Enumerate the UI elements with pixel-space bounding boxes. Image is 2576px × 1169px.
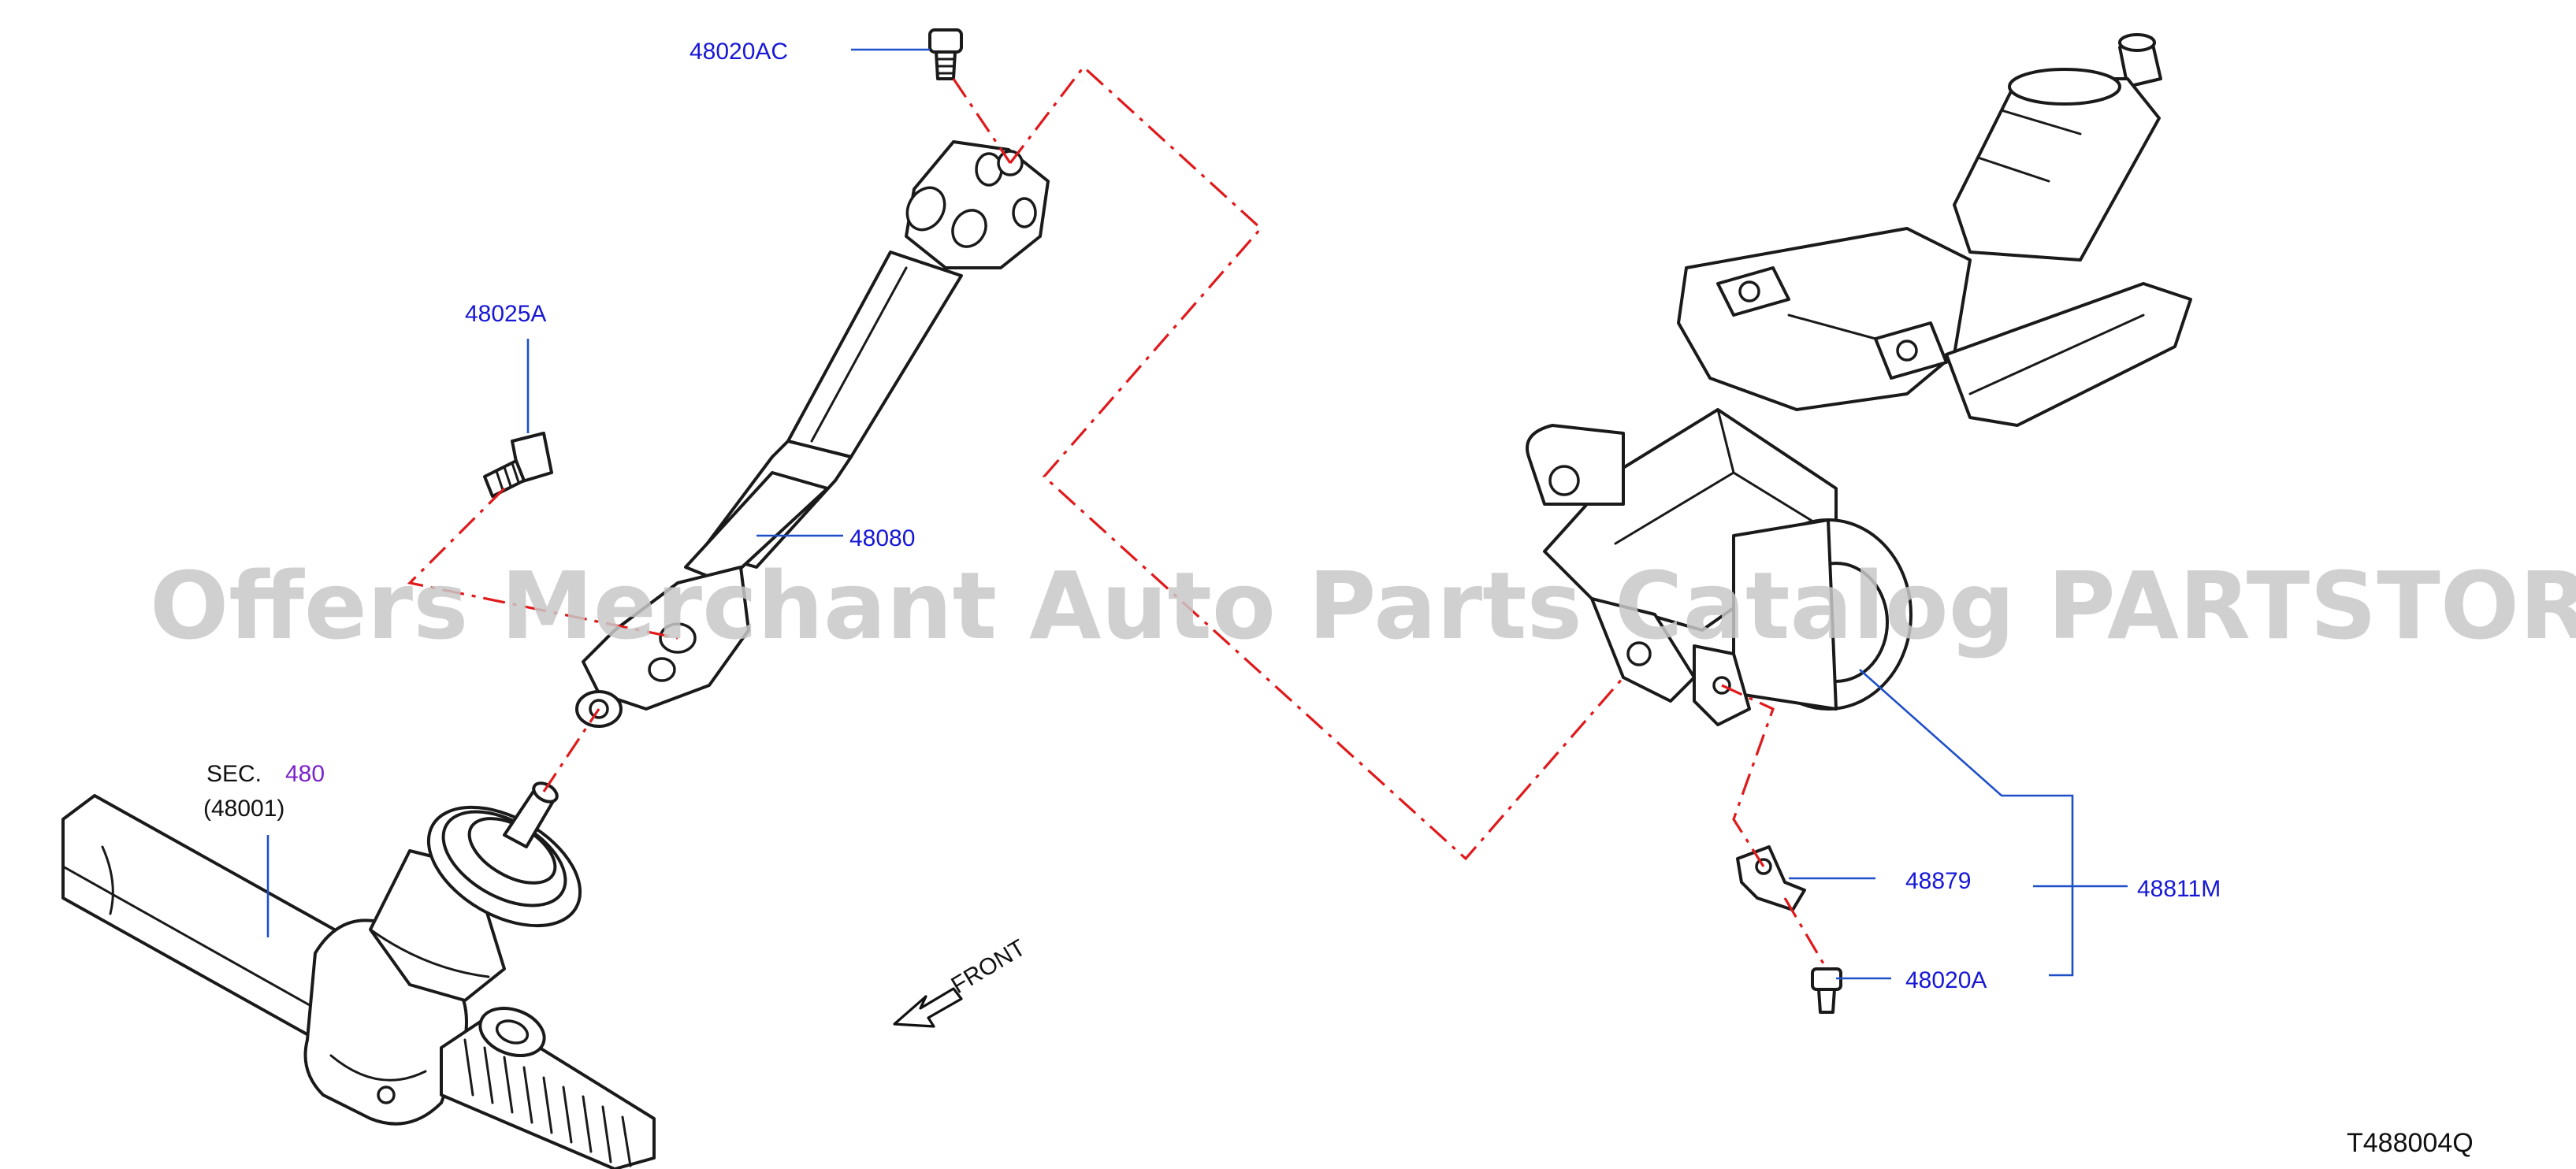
label-48020A[interactable]: 48020A	[1905, 967, 1987, 993]
label-48080[interactable]: 48080	[849, 525, 915, 551]
front-direction-arrow: FRONT	[893, 934, 1031, 1028]
label-48879[interactable]: 48879	[1905, 868, 1971, 894]
section-ref: (48001)	[203, 796, 284, 822]
label-48025A[interactable]: 48025A	[465, 301, 546, 327]
label-48811M[interactable]: 48811M	[2137, 876, 2221, 902]
bolt-48025A	[483, 432, 553, 498]
diagram-id: T488004Q	[2347, 1128, 2474, 1158]
label-48020AC[interactable]: 48020AC	[690, 39, 788, 65]
front-label: FRONT	[947, 934, 1031, 999]
steering-gear-assembly	[61, 781, 656, 1169]
section-link-480[interactable]: 480	[285, 761, 325, 787]
bolt-48020AC	[928, 28, 963, 80]
bolt-48020A	[1811, 967, 1842, 1014]
watermark-text: Offers Merchant Auto Parts Catalog PARTS…	[150, 551, 2576, 660]
steering-column-assembly	[1526, 33, 2192, 726]
section-prefix: SEC.	[206, 761, 262, 787]
phantom-lines	[407, 65, 1828, 970]
leader-lines	[266, 48, 2128, 980]
